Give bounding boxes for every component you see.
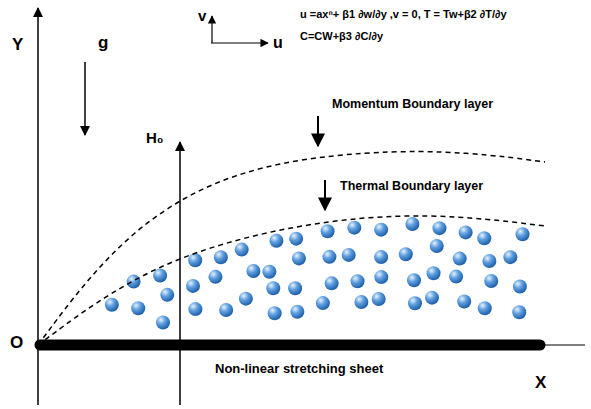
- origin-label: O: [10, 334, 23, 353]
- v-arrow: [211, 16, 212, 43]
- nanoparticle: [477, 231, 491, 245]
- nanoparticle: [457, 294, 471, 308]
- axis-label: X: [535, 374, 546, 393]
- nanoparticle: [266, 281, 280, 295]
- boundary-condition: C=CW+β3 ∂C/∂y: [300, 30, 383, 42]
- nanoparticle: [321, 224, 335, 238]
- x-axis: [38, 344, 585, 345]
- nanoparticle: [105, 298, 119, 312]
- nanoparticle: [399, 247, 413, 261]
- field-label: H₀: [146, 130, 164, 147]
- nanoparticle: [482, 254, 496, 268]
- nanoparticle: [316, 296, 330, 310]
- nanoparticle: [153, 269, 167, 283]
- nanoparticle: [478, 301, 492, 315]
- nanoparticle: [430, 239, 444, 253]
- nanoparticle: [503, 250, 517, 264]
- nanoparticle: [288, 281, 302, 295]
- nanoparticle: [354, 295, 368, 309]
- nanoparticle: [325, 276, 339, 290]
- nanoparticle: [127, 275, 141, 289]
- thermal-layer-curve: [38, 216, 545, 345]
- nanoparticle: [449, 270, 463, 284]
- nanoparticle: [427, 266, 441, 280]
- nanoparticle: [484, 274, 498, 288]
- nanoparticle: [290, 305, 304, 319]
- nanoparticle: [186, 279, 200, 293]
- nanoparticle: [516, 227, 530, 241]
- u-arrow: [211, 42, 268, 43]
- velocity-label: u: [273, 34, 283, 52]
- nanoparticle: [292, 251, 306, 265]
- magnetic-field-arrow: [179, 142, 181, 405]
- nanoparticle: [235, 243, 249, 257]
- nanoparticle: [219, 303, 233, 317]
- nanoparticle: [131, 301, 145, 315]
- nanoparticle: [214, 250, 228, 264]
- nanoparticle: [432, 221, 446, 235]
- thermal-pointer: [324, 180, 326, 210]
- nanoparticle: [408, 296, 422, 310]
- nanoparticle: [405, 217, 419, 231]
- nanoparticle: [246, 264, 260, 278]
- nanoparticle: [268, 306, 282, 320]
- nanoparticle: [372, 292, 386, 306]
- nanoparticle: [156, 316, 170, 330]
- sheet-label: Non-linear stretching sheet: [215, 362, 383, 376]
- nanoparticle: [188, 253, 202, 267]
- momentum-pointer: [317, 116, 319, 146]
- layer-label: Momentum Boundary layer: [332, 98, 493, 112]
- velocity-label: v: [198, 8, 206, 25]
- boundary-condition: u =axⁿ+ β1 ∂w/∂y ,v = 0, T = Tw+β2 ∂T/∂y: [300, 8, 507, 20]
- nanoparticle: [453, 252, 467, 266]
- nanoparticle: [425, 291, 439, 305]
- nanoparticle: [262, 265, 276, 279]
- nanoparticle: [322, 250, 336, 264]
- nanoparticle: [239, 292, 253, 306]
- nanoparticle: [269, 234, 283, 248]
- gravity-label: g: [98, 34, 108, 53]
- nanoparticle: [407, 273, 421, 287]
- nanoparticle: [351, 274, 365, 288]
- nanoparticle: [160, 288, 174, 302]
- nanoparticle: [188, 302, 202, 316]
- nanoparticle: [289, 232, 303, 246]
- layer-label: Thermal Boundary layer: [340, 180, 483, 194]
- nanoparticle: [342, 248, 356, 262]
- nanoparticle: [208, 270, 222, 284]
- nanoparticle: [347, 221, 361, 235]
- nanoparticle: [512, 305, 526, 319]
- nanoparticle: [374, 250, 388, 264]
- nanoparticle: [459, 225, 473, 239]
- stretching-sheet: [40, 340, 540, 351]
- momentum-layer-curve: [38, 152, 545, 345]
- nanoparticle: [374, 270, 388, 284]
- nanoparticle: [374, 223, 388, 237]
- axis-label: Y: [12, 36, 23, 55]
- gravity-arrow: [84, 62, 86, 135]
- nanoparticle: [513, 280, 527, 294]
